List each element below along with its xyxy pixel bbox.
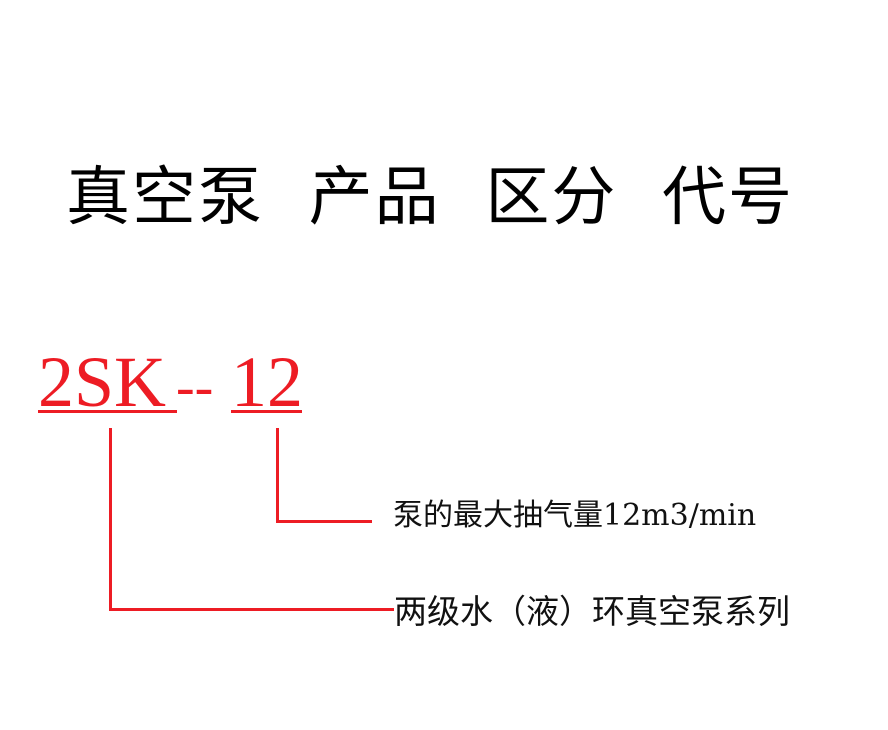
series-underline xyxy=(38,410,177,413)
series-leader-vertical xyxy=(109,428,112,611)
series-leader-horizontal xyxy=(109,608,394,611)
capacity-leader-vertical xyxy=(276,428,279,523)
capacity-underline xyxy=(231,410,302,413)
page-title: 真空泵 产品 区分 代号 xyxy=(66,161,795,235)
series-description: 两级水（液）环真空泵系列 xyxy=(394,592,790,631)
code-series: 2SK xyxy=(38,342,167,422)
code-separator: -- xyxy=(176,356,214,418)
capacity-description: 泵的最大抽气量12m3/min xyxy=(393,498,757,533)
capacity-leader-horizontal xyxy=(276,520,372,523)
code-capacity: 12 xyxy=(231,342,303,422)
